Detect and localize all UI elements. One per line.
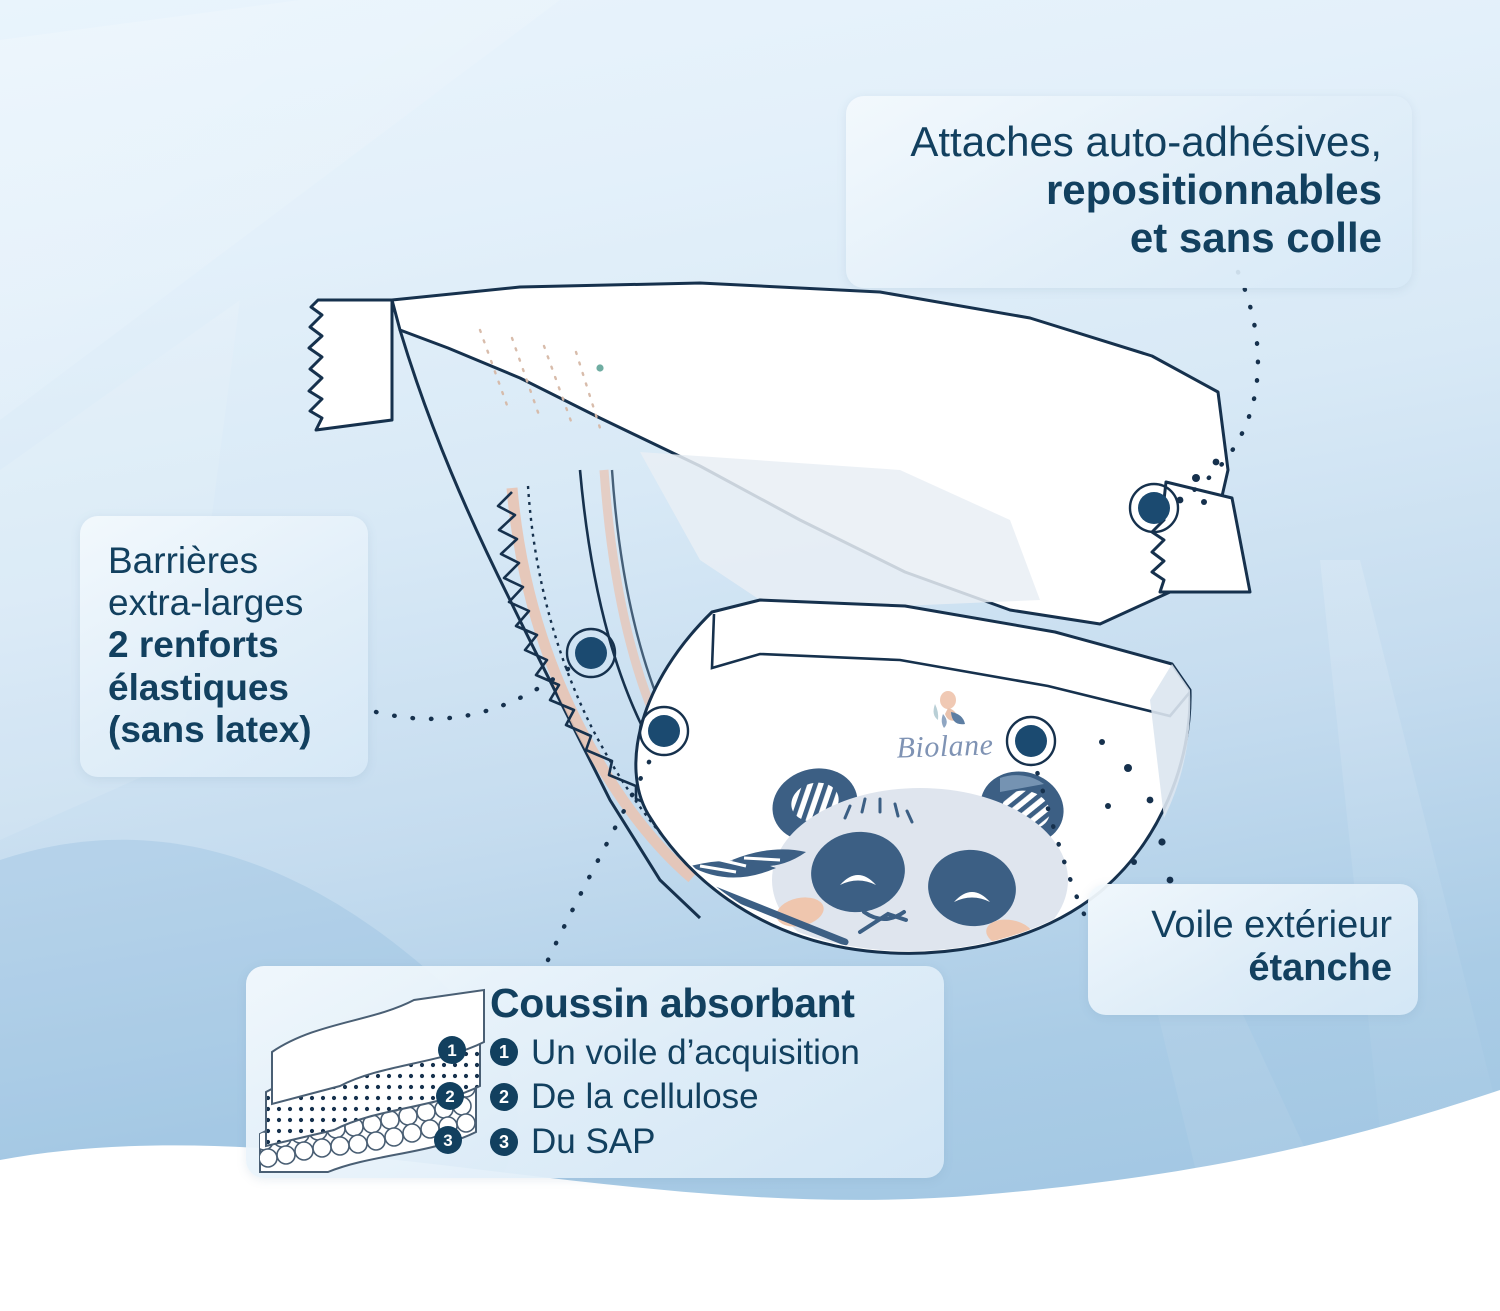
callout-barriers-line4: élastiques (108, 666, 289, 708)
core-item-2-badge: 2 (490, 1083, 518, 1112)
panda-eye-left (811, 831, 905, 913)
panda-head-fuzz (843, 797, 914, 824)
callout-fasteners-line2: repositionnables (1045, 165, 1382, 213)
brand-logo: Biolane (880, 690, 1010, 765)
core-item-2: 2 De la cellulose (490, 1077, 944, 1117)
green-dot-marker (596, 364, 604, 372)
bg-band-topleft (0, 0, 560, 420)
callout-absorbent-core: 1 2 3 Coussin absorbant 1 Un voile d’acq… (246, 966, 944, 1178)
core-item-2-label: De la cellulose (531, 1077, 759, 1117)
core-item-1: 1 Un voile d’acquisition (490, 1033, 944, 1073)
callout-barriers-line5: (sans latex) (108, 708, 312, 750)
core-title: Coussin absorbant (490, 979, 855, 1026)
feature-markers (565, 482, 1180, 767)
leader-barriers (373, 663, 575, 722)
core-item-3-label: Du SAP (531, 1122, 656, 1162)
waist-stitching (478, 328, 602, 430)
core-layer-badges: 1 2 3 (434, 1036, 466, 1154)
callout-barriers-line1: Barrières (108, 540, 259, 581)
marker-outer-veil[interactable] (1005, 715, 1057, 767)
panda-eye-right-shine (954, 892, 990, 902)
callout-outer-veil-line2: étanche (1248, 947, 1392, 990)
core-layer-badge-1: 1 (447, 1041, 456, 1060)
core-layer1-veil (271, 988, 485, 1106)
core-item-3: 3 Du SAP (490, 1122, 944, 1162)
panda-eye-left-shine (840, 875, 876, 885)
marker-barrier-upper[interactable] (565, 627, 617, 679)
brand-name: Biolane (896, 728, 994, 765)
ruffle-sawtooth-edge (496, 491, 730, 856)
core-item-3-badge: 3 (490, 1128, 518, 1157)
callout-barriers-line3: 2 renforts (108, 624, 279, 666)
marker-barrier-lower[interactable] (638, 705, 690, 757)
bg-bottom-wave (0, 1090, 1500, 1311)
leader-lines (373, 269, 1261, 963)
callout-fasteners: Attaches auto-adhésives, repositionnable… (846, 96, 1412, 288)
core-layer-badge-3: 3 (443, 1131, 452, 1150)
callout-fasteners-line3: et sans colle (1129, 213, 1382, 261)
callout-barriers-line2: extra-larges (108, 582, 304, 624)
callout-outer-veil: Voile extérieur étanche (1088, 884, 1418, 1015)
marker-fasteners[interactable] (1128, 482, 1180, 534)
back-panel-core-shade (640, 452, 1040, 606)
elastic-band-peach (506, 487, 696, 883)
core-item-1-badge: 1 (490, 1038, 518, 1067)
confetti-dots (1099, 739, 1174, 884)
absorbent-core-diagram: 1 2 3 (246, 966, 486, 1178)
inner-elastic-peach (599, 469, 657, 712)
panda-eye-right (928, 849, 1016, 927)
baby-leaf-icon (933, 691, 965, 728)
panda-snout (862, 910, 906, 921)
callout-barriers: Barrières extra-larges 2 renforts élasti… (80, 516, 368, 777)
leader-outer-veil (1031, 759, 1087, 917)
core-item-1-label: Un voile d’acquisition (531, 1032, 860, 1072)
panda-ear-right-highlight (1000, 775, 1044, 792)
core-layer-badge-2: 2 (445, 1087, 454, 1106)
absorbent-core-text: Coussin absorbant 1 Un voile d’acquisiti… (486, 972, 944, 1172)
left-adhesive-tab (307, 298, 394, 432)
front-panel-side-shade (1150, 664, 1191, 818)
callout-fasteners-line1: Attaches auto-adhésives, (910, 118, 1382, 165)
leader-fasteners (1173, 269, 1261, 505)
callout-outer-veil-line1: Voile extérieur (1151, 904, 1392, 946)
